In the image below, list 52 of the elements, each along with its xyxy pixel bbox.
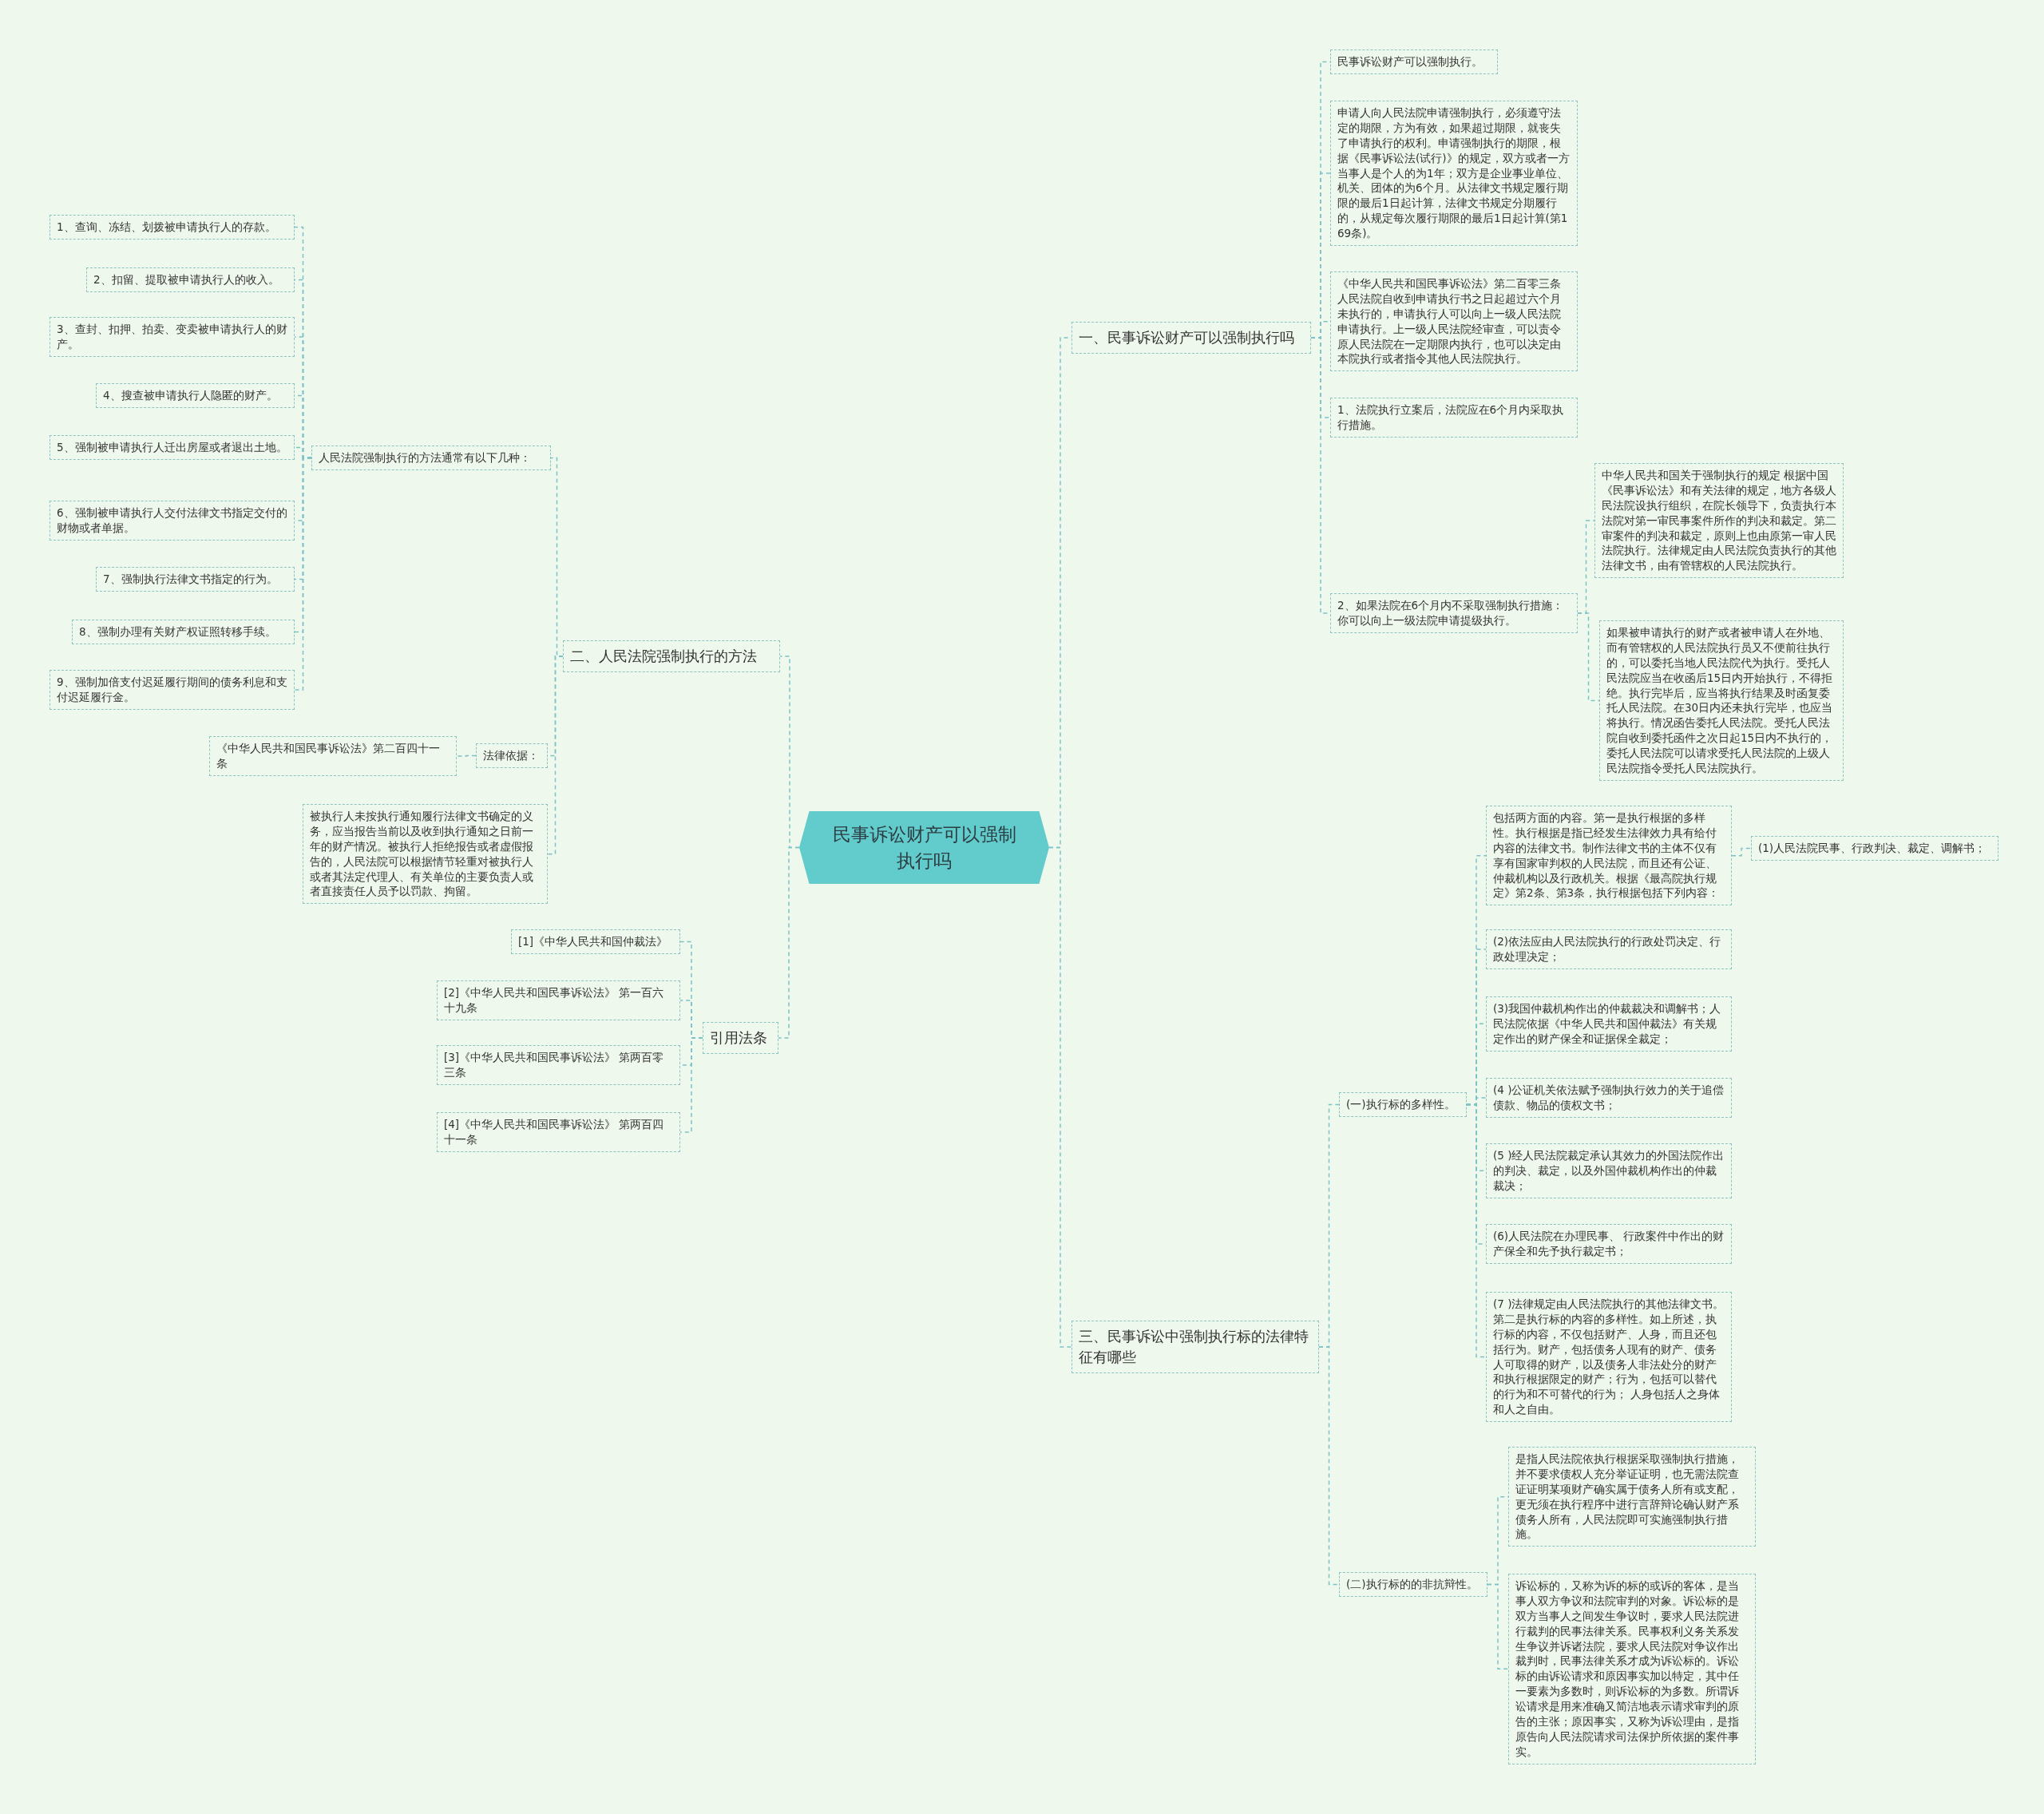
connector-line (679, 1037, 703, 1133)
subtopic-box: 2、扣留、提取被申请执行人的收入。 (86, 267, 295, 292)
subtopic-box: [4]《中华人民共和国民事诉讼法》 第两百四十一条 (437, 1112, 680, 1152)
subtopic-box: 2、如果法院在6个月内不采取强制执行措施：你可以向上一级法院申请提级执行。 (1330, 593, 1578, 633)
subtopic-box: (1)人民法院民事、行政判决、裁定、调解书； (1751, 836, 1998, 861)
branch-topic: 三、民事诉讼中强制执行标的法律特征有哪些 (1072, 1321, 1319, 1374)
subtopic-box: [3]《中华人民共和国民事诉讼法》 第两百零三条 (437, 1045, 680, 1085)
subtopic-box: 9、强制加倍支付迟延履行期间的债务利息和支付迟延履行金。 (50, 670, 295, 710)
subtopic-box: 3、查封、扣押、拍卖、变卖被申请执行人的财产。 (50, 317, 295, 357)
subtopic-box: 1、查询、冻结、划拨被申请执行人的存款。 (50, 215, 295, 240)
connector-line (456, 755, 477, 757)
subtopic-box: 《中华人民共和国民事诉讼法》第二百零三条人民法院自收到申请执行书之日起超过六个月未执行的，申请执行人可以向上一级人民法院申请执行。上一级人民法院经审查，可以责令原人民法院在一定期限内执行，也可以决定由本院执行或者指令其他人民法院执行。 (1330, 271, 1578, 372)
branch-topic: 一、民事诉讼财产可以强制执行吗 (1072, 322, 1311, 354)
subtopic-box: 包括两方面的内容。第一是执行根据的多样性。执行根据是指已经发生法律效力具有给付内容的法律文书。制作法律文书的主体不仅有享有国家审判权的人民法院，而且还有公证、仲裁机构以及行政机关。根据《最高院执行规定》第2条、第3条，执行根据包括下列内容： (1486, 806, 1732, 906)
subtopic-box: 4、搜查被申请执行人隐匿的财产。 (96, 383, 295, 408)
subtopic-box: (5 )经人民法院裁定承认其效力的外国法院作出的判决、裁定，以及外国仲裁机构作出的仲裁裁决； (1486, 1143, 1732, 1198)
subtopic-box: (4 )公证机关依法赋予强制执行效力的关于追偿债款、物品的债权文书； (1486, 1078, 1732, 1118)
subtopic-box: (7 )法律规定由人民法院执行的其他法律文书。第二是执行标的内容的多样性。如上所述，执行标的内容，不仅包括财产、人身，而且还包括行为。财产，包括债务人现有的财产、债务人可取得的财产，以及债务人非法处分的财产和执行根据限定的财产；行为，包括可以替代的行为和不可替代的行为； 人身包括人之身体和人之自由。 (1486, 1292, 1732, 1423)
subtopic-box: 《中华人民共和国民事诉讼法》第二百四十一条 (209, 736, 457, 776)
connector-line (1577, 612, 1600, 702)
subtopic-box: 申请人向人民法院申请强制执行，必须遵守法定的期限，方为有效，如果超过期限，就丧失了申请执行的权利。申请强制执行的期限，根据《民事诉讼法(试行)》的规定，双方或者一方当事人是个人的为1年；双方是企业事业单位、机关、团体的为6个月。从法律文书规定履行期限的最后1日起计算，法律文书规定分期履行的，从规定每次履行期限的最后1日起计算(第169条)。 (1330, 101, 1578, 246)
subtopic-box: 1、法院执行立案后，法院应在6个月内采取执行措施。 (1330, 398, 1578, 438)
subtopic-box: 是指人民法院依执行根据采取强制执行措施，并不要求债权人充分举证证明，也无需法院查证证明某项财产确实属于债务人所有或支配，更无须在执行程序中进行言辞辩论确认财产系债务人所有，人民法院即可实施强制执行措施。 (1508, 1447, 1756, 1547)
connector-line (778, 846, 800, 1039)
subtopic-box: 中华人民共和国关于强制执行的规定 根据中国《民事诉讼法》和有关法律的规定，地方各级人民法院设执行组织，在院长领导下，负责执行本法院对第一审民事案件所作的判决和裁定。第二审案件的判决和裁定，原则上也由原第一审人民法院执行。法律规定由人民法院负责执行的其他法律文书，由有管辖权的人民法院执行。 (1594, 463, 1844, 579)
subtopic-box: 法律依据： (476, 743, 548, 768)
subtopic-box: 8、强制办理有关财产权证照转移手续。 (72, 620, 295, 644)
branch-topic: 引用法条 (703, 1022, 778, 1055)
subtopic-box: (2)依法应由人民法院执行的行政处罚决定、行政处理决定； (1486, 929, 1732, 969)
connector-line (1466, 1103, 1487, 1358)
subtopic-box: 民事诉讼财产可以强制执行。 (1330, 50, 1498, 74)
subtopic-box: 诉讼标的，又称为诉的标的或诉的客体，是当事人双方争议和法院审判的对象。诉讼标的是双方当事人之间发生争议时，要求人民法院进行裁判的民事法律关系。民事权利义务关系发生争议并诉诸法院，要求人民法院对争议作出裁判时，民事法律关系才成为诉讼标的。诉讼标的由诉讼请求和原因事实加以特定，其中任一要素为多数时，则诉讼标的为多数。所谓诉讼请求是用来准确又简洁地表示请求审判的原告的主张；原因事实，又称为诉讼理由，是指原告向人民法院请求司法保护所依据的案件事实。 (1508, 1574, 1756, 1764)
subtopic-box: 人民法院强制执行的方法通常有以下几种： (311, 446, 551, 470)
subtopic-box: [1]《中华人民共和国仲裁法》 (511, 929, 680, 954)
subtopic-box: (3)我国仲裁机构作出的仲裁裁决和调解书；人民法院依据《中华人民共和国仲裁法》有关规定作出的财产保全和证据保全裁定； (1486, 996, 1732, 1052)
subtopic-box: (二)执行标的的非抗辩性。 (1339, 1572, 1487, 1597)
subtopic-box: 如果被申请执行的财产或者被申请人在外地、而有管辖权的人民法院执行员又不便前往执行的，可以委托当地人民法院代为执行。受托人民法院应当在收函后15日内开始执行，不得拒绝。执行完毕后，应当将执行结果及时函复委托人民法院。在30日内还未执行完毕，也应当将执行。情况函告委托人民法院。受托人民法院自收到委托函件之次日起15日内不执行的，委托人民法院可以请求受托人民法院的上级人民法院指令受托人民法院执行。 (1599, 620, 1844, 781)
subtopic-box: 6、强制被申请执行人交付法律文书指定交付的财物或者单据。 (50, 501, 295, 541)
subtopic-box: 7、强制执行法律文书指定的行为。 (96, 567, 295, 592)
connector-line (1731, 847, 1752, 857)
central-topic: 民事诉讼财产可以强制执行吗 (799, 811, 1049, 884)
connector-line (1048, 846, 1072, 1348)
subtopic-box: [2]《中华人民共和国民事诉讼法》 第一百六十九条 (437, 980, 680, 1020)
branch-topic: 二、人民法院强制执行的方法 (563, 640, 780, 673)
connector-line (1318, 1346, 1340, 1586)
connector-line (547, 655, 564, 855)
connector-line (1487, 1583, 1509, 1670)
subtopic-box: (一)执行标的多样性。 (1339, 1092, 1467, 1117)
connector-line (294, 457, 312, 691)
subtopic-box: 5、强制被申请执行人迁出房屋或者退出土地。 (50, 435, 295, 460)
subtopic-box: 被执行人未按执行通知履行法律文书确定的义务，应当报告当前以及收到执行通知之日前一年的财产情况。被执行人拒绝报告或者虚假报告的，人民法院可以根据情节轻重对被执行人或者其法定代理人、有关单位的主要负责人或者直接责任人员予以罚款、拘留。 (303, 804, 548, 905)
subtopic-box: (6)人民法院在办理民事、 行政案件中作出的财产保全和先予执行裁定书； (1486, 1224, 1732, 1264)
